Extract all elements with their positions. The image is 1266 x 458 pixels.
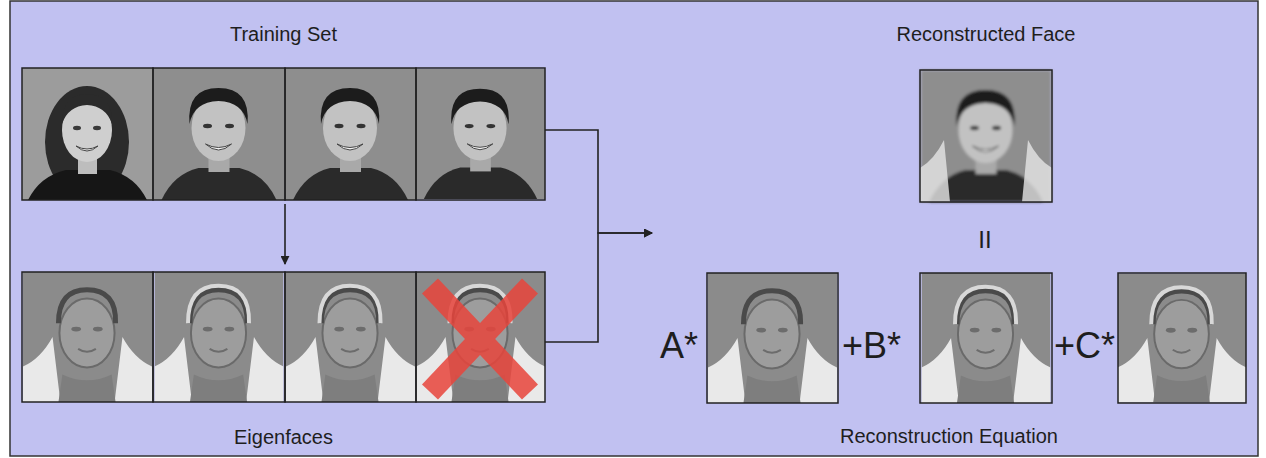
equation-frames: [707, 273, 1246, 403]
training-photo: [416, 69, 545, 199]
eigenface-image: [23, 272, 152, 402]
eigenface-image: [708, 273, 837, 403]
panel-heading: Training Set: [22, 23, 545, 46]
down-arrow: [284, 204, 286, 264]
image-panel: Training Set: [22, 20, 545, 202]
coefficient-term: A*: [660, 325, 698, 366]
coefficient-term: +B*: [842, 325, 901, 366]
reconstructed-photo: [920, 70, 1052, 202]
eigenface-image: [1118, 274, 1246, 403]
coefficient-term: +C*: [1054, 325, 1115, 366]
photo-frames: [22, 68, 545, 200]
merge-arrow: [545, 130, 652, 233]
eigenface-image: [286, 272, 415, 402]
equals-sign: II: [978, 228, 991, 252]
training-photo: [154, 68, 285, 200]
eigenface-frames: [22, 272, 545, 402]
discard-cross: [430, 286, 530, 392]
eigenface-image: [921, 273, 1050, 403]
panel-background: [10, 1, 1258, 456]
image-panel: Reconstructed Face: [880, 20, 1092, 205]
merge-arrow: [545, 233, 652, 342]
training-photo: [285, 68, 416, 200]
equation-group: A* +B* +C* Reconstruction Equation: [652, 215, 1246, 455]
panel-heading: Reconstructed Face: [880, 23, 1092, 46]
panel-heading: Eigenfaces: [22, 426, 545, 449]
panel-heading: Reconstruction Equation: [652, 425, 1246, 448]
eigenface-image: [154, 272, 283, 402]
eigenface-image: [416, 272, 545, 402]
image-panel: Eigenfaces: [22, 272, 545, 452]
training-photo: [22, 68, 153, 200]
